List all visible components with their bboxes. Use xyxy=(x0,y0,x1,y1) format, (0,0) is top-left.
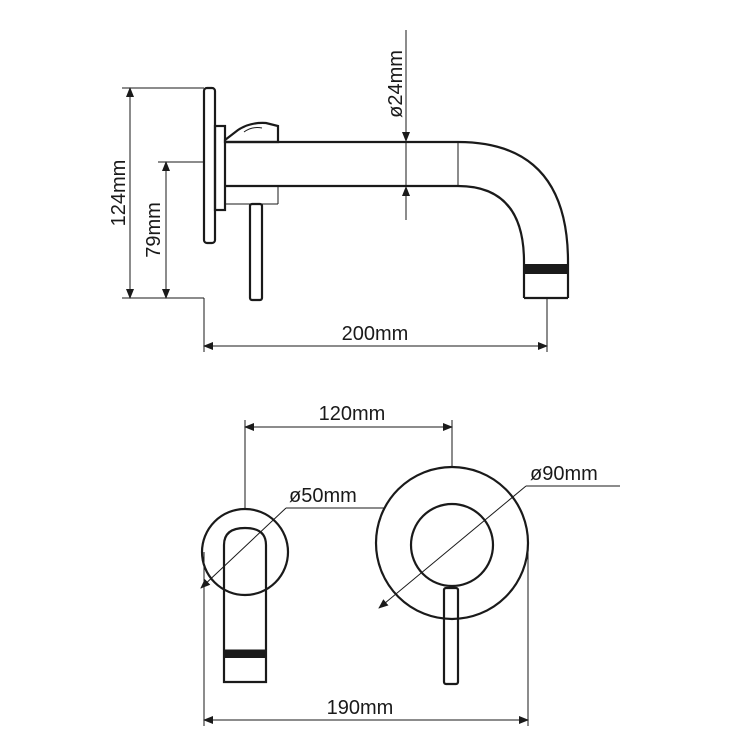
side-lever-body xyxy=(223,121,280,144)
front-mixer-plate xyxy=(374,465,530,621)
front-lever-handle xyxy=(442,586,460,686)
front-mixer-hub xyxy=(409,502,495,588)
dim-label-190: 190mm xyxy=(327,697,394,719)
side-aerator xyxy=(524,264,568,274)
dim-label-200: 200mm xyxy=(342,323,409,345)
side-wall-plate xyxy=(202,86,217,245)
dim-label-d50: ø50mm xyxy=(289,485,357,507)
front-spout xyxy=(222,526,268,588)
front-view: 120mm ø50mm ø90mm 190mm xyxy=(200,403,620,726)
front-aerator xyxy=(224,650,266,658)
side-spout-bend xyxy=(457,140,570,298)
front-spout-plate xyxy=(200,507,290,597)
side-lever-handle xyxy=(248,202,264,302)
side-view: 124mm 79mm ø24mm 200mm xyxy=(108,30,570,352)
dim-label-124: 124mm xyxy=(108,160,130,227)
dim-label-120: 120mm xyxy=(319,403,386,425)
dim-label-d24: ø24mm xyxy=(385,50,407,118)
side-flange xyxy=(213,124,227,212)
dim-label-d90: ø90mm xyxy=(530,463,598,485)
dim-label-79: 79mm xyxy=(143,202,165,258)
